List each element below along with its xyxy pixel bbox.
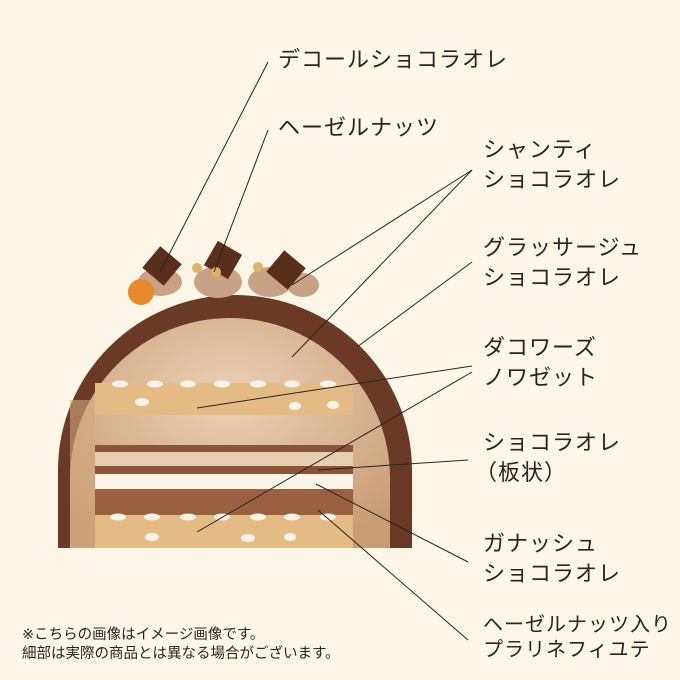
chocolate-plate-1 [95, 445, 353, 452]
praline-biscuit-layer [95, 515, 353, 548]
label-praline: ヘーゼルナッツ入りプラリネフィユテ [483, 612, 672, 662]
dacquoise-top-layer [95, 383, 353, 415]
label-ganache: ガナッシュショコラオレ [483, 530, 621, 590]
hazelnut [192, 263, 202, 273]
label-decor: デコールショコラオレ [278, 48, 509, 73]
cake-layers [95, 380, 353, 548]
label-line: プラリネフィユテ [483, 637, 651, 661]
cake-decorations [128, 240, 319, 305]
label-line: ノワゼット [483, 366, 599, 391]
label-hazelnut: ヘーゼルナッツ [278, 116, 440, 141]
label-line: グラッサージュ [483, 236, 643, 261]
ganache-layer [95, 489, 353, 515]
leader-lines [159, 61, 473, 641]
chocolate-plate-2 [95, 466, 353, 474]
label-line: ガナッシュ [483, 532, 599, 557]
chocolate-square [142, 246, 182, 286]
disclaimer-note: ※こちらの画像はイメージ画像です。 細部は実際の商品とは異なる場合がございます。 [22, 626, 340, 664]
logo-disc [128, 279, 154, 305]
label-glacage: グラッサージュショコラオレ [483, 234, 642, 294]
hazelnut [253, 262, 263, 272]
chantilly-white-layer [95, 474, 353, 489]
label-chantilly: シャンティショコラオレ [483, 136, 621, 196]
label-line: ショコラオレ [483, 168, 622, 193]
label-chocolate-plate: ショコラオレ （板状） [475, 429, 622, 489]
label-line: ショコラオレ [483, 266, 622, 291]
label-line: シャンティ [483, 138, 597, 163]
chocolate-square [266, 250, 306, 290]
label-line: ショコラオレ [483, 562, 622, 587]
label-line: ショコラオレ [483, 431, 622, 456]
label-dacquoise: ダコワーズノワゼット [483, 334, 598, 394]
note-line: 細部は実際の商品とは異なる場合がございます。 [22, 646, 340, 662]
label-line: ヘーゼルナッツ入り [483, 612, 672, 636]
hazelnut [211, 267, 221, 277]
note-line: ※こちらの画像はイメージ画像です。 [22, 627, 265, 643]
label-line: ダコワーズ [483, 336, 597, 361]
label-line: （板状） [475, 461, 568, 486]
